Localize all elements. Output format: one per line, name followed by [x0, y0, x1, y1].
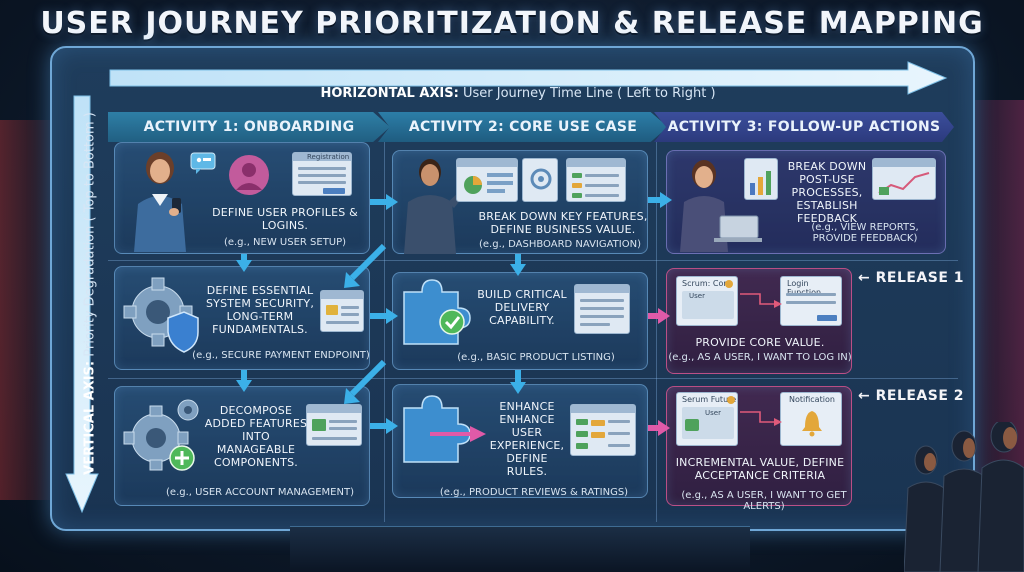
floor-console [290, 526, 750, 572]
scrum-core-caption: Scrum: Core [682, 279, 732, 288]
scrum-core-status-dot [725, 280, 733, 288]
dashboard-mock-3 [566, 158, 626, 202]
scrum-future-caption: Serum Future [682, 395, 737, 404]
scrum-future-avatar [685, 419, 699, 431]
card-system-security-example: (e.g., SECURE PAYMENT ENDPOINT) [192, 350, 370, 361]
scrum-core-card: Scrum: Core User [676, 276, 738, 326]
card-onboarding-profiles-text: DEFINE USER PROFILES & LOGINS. [212, 206, 358, 232]
card-system-security-text: DEFINE ESSENTIAL SYSTEM SECURITY, LONG-T… [205, 284, 315, 336]
card-enhance-experience-text: ENHANCE ENHANCE USER EXPERIENCE, DEFINE … [489, 400, 565, 478]
row-separator-1 [108, 260, 958, 261]
page-title: USER JOURNEY PRIORITIZATION & RELEASE MA… [40, 6, 984, 41]
scrum-future-status-dot [727, 396, 735, 404]
scrum-core-user-box [682, 291, 734, 319]
product-listing-mock [574, 284, 630, 334]
horizontal-axis-text: User Journey Time Line ( Left to Right ) [462, 86, 716, 101]
login-function-caption: Login Function [787, 279, 821, 297]
dashboard-mock-1 [456, 158, 518, 202]
audience-silhouettes [904, 422, 1024, 572]
card-release-1-example: (e.g., AS A USER, I WANT TO LOG IN) [668, 352, 852, 363]
card-decompose-features-text: DECOMPOSE ADDED FEATURES INTO MANAGEABLE… [204, 404, 308, 469]
flow-connector-arrow-2 [740, 411, 782, 426]
report-mock-1 [744, 158, 778, 200]
card-release-1-text: PROVIDE CORE VALUE. [695, 336, 825, 349]
gear-shield-icon [123, 277, 199, 353]
report-mock-2 [872, 158, 936, 200]
person-woman-phone-icon [134, 152, 186, 252]
user-avatar-icon [229, 155, 269, 195]
card-delivery-capability-example: (e.g., BASIC PRODUCT LISTING) [457, 352, 615, 363]
person-woman-laptop-icon [680, 160, 762, 252]
release-2-label: ← RELEASE 2 [858, 388, 965, 404]
activity-3-header: ACTIVITY 3: FOLLOW-UP ACTIONS [654, 112, 954, 142]
security-config-mock [320, 290, 364, 332]
activity-1-header: ACTIVITY 1: ONBOARDING [108, 112, 390, 142]
column-divider-2 [656, 142, 657, 522]
notification-caption: Notification [789, 395, 835, 404]
card-decompose-features-example: (e.g., USER ACCOUNT MANAGEMENT) [166, 487, 354, 498]
notification-card: Notification [780, 392, 842, 446]
puzzle-check-icon [403, 279, 471, 345]
horizontal-axis-arrow [109, 61, 948, 95]
horizontal-axis-label: HORIZONTAL AXIS: User Journey Time Line … [108, 86, 928, 101]
flow-connector-arrow [740, 293, 782, 308]
vertical-axis-arrow [65, 95, 99, 514]
card-follow-up-feedback-example: (e.g., VIEW REPORTS, PROVIDE FEEDBACK) [811, 222, 919, 244]
card-release-2-example: (e.g., AS A USER, I WANT TO GET ALERTS) [681, 490, 847, 512]
registration-form-mock: Registration [292, 152, 352, 196]
bell-icon [802, 411, 822, 437]
card-follow-up-feedback-text: BREAK DOWN POST-USE PROCESSES, ESTABLISH… [787, 160, 867, 225]
horizontal-axis-prefix: HORIZONTAL AXIS: [320, 86, 459, 101]
card-release-2-text: INCREMENTAL VALUE, DEFINE ACCEPTANCE CRI… [675, 456, 845, 482]
registration-form-caption: Registration [307, 153, 350, 161]
card-enhance-experience-example: (e.g., PRODUCT REVIEWS & RATINGS) [439, 487, 629, 498]
column-divider-1 [384, 142, 385, 522]
activity-2-header: ACTIVITY 2: CORE USE CASE [378, 112, 668, 142]
chat-bubble-icon [190, 152, 216, 174]
row-separator-2 [108, 378, 958, 379]
scrum-future-user-label: User [705, 409, 721, 417]
puzzle-arrow-icon [403, 395, 486, 463]
gear-plus-icon [123, 399, 199, 471]
login-function-card: Login Function [780, 276, 842, 326]
scrum-core-user-label: User [689, 292, 705, 300]
release-1-label: ← RELEASE 1 [858, 270, 965, 286]
account-management-mock [306, 404, 362, 446]
scrum-future-card: Serum Future User [676, 392, 738, 446]
card-core-features-text: BREAK DOWN KEY FEATURES, DEFINE BUSINESS… [478, 210, 648, 236]
card-delivery-capability-text: BUILD CRITICAL DELIVERY CAPABILITY. [477, 288, 567, 327]
card-onboarding-profiles-example: (e.g., NEW USER SETUP) [223, 237, 347, 248]
reviews-ratings-mock [570, 404, 636, 456]
card-core-features-example: (e.g., DASHBOARD NAVIGATION) [479, 239, 641, 250]
dashboard-mock-2 [522, 158, 558, 202]
